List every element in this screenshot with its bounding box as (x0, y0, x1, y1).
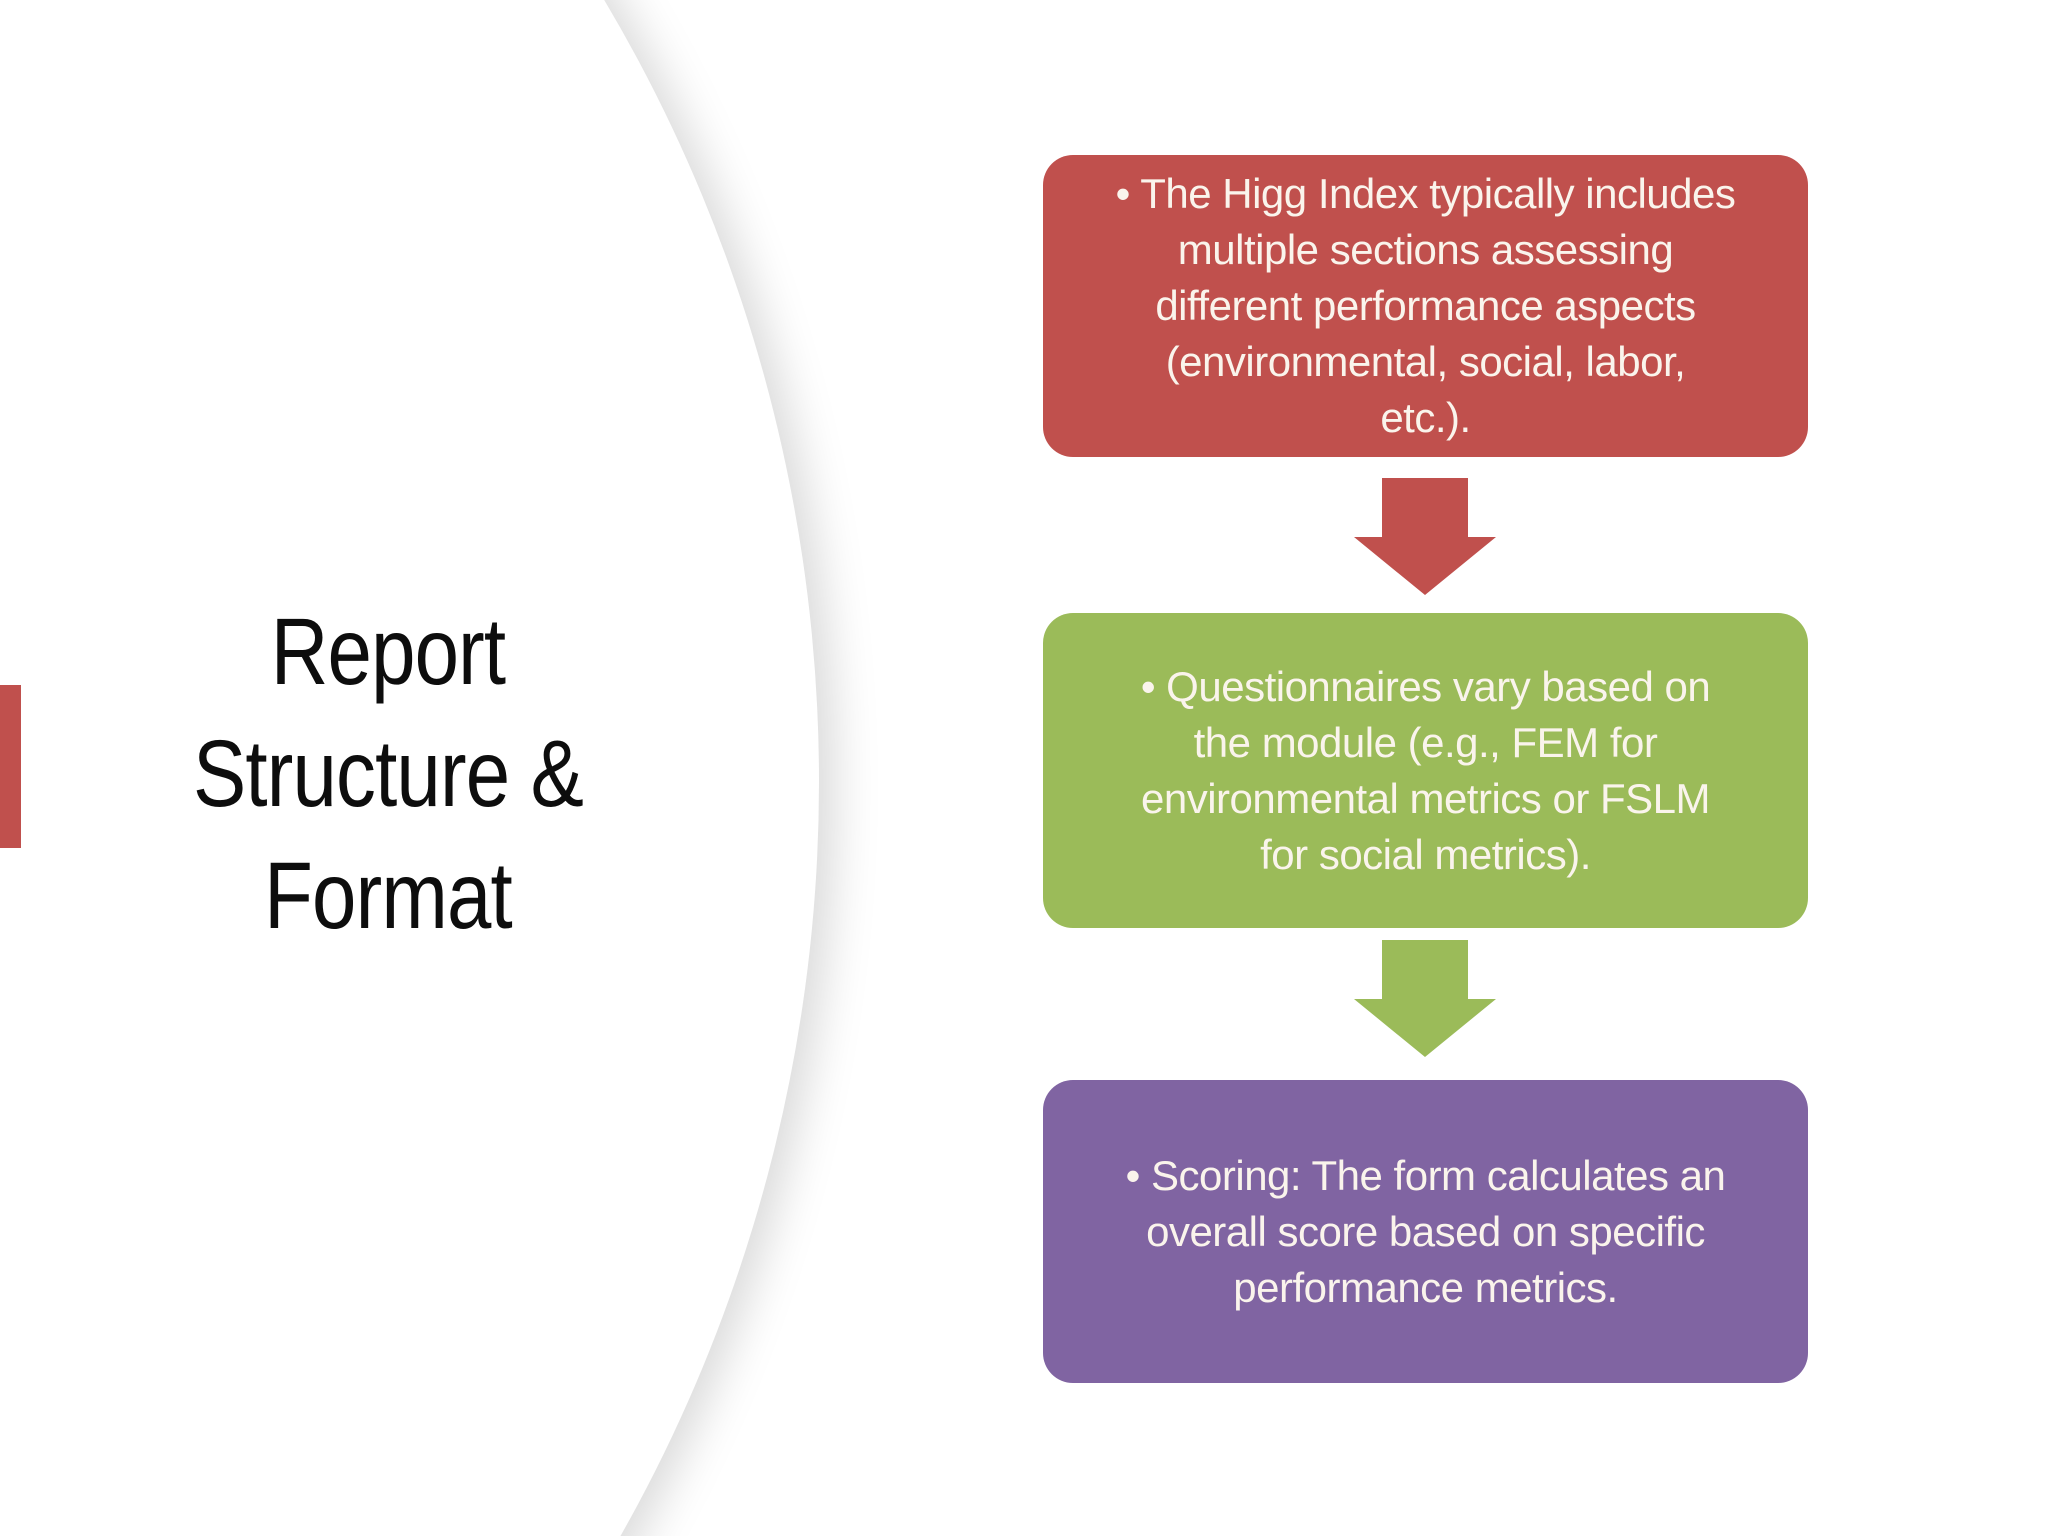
flow-step-text-line: overall score based on specific (1146, 1207, 1705, 1255)
flow-step-text-line: etc.). (1380, 394, 1471, 441)
flow-step-text-line: • Questionnaires vary based on (1140, 662, 1711, 710)
flow-step-scoring-box: • Scoring: The form calculates an overal… (1043, 1080, 1808, 1383)
flow-step-higg-index-box: • The Higg Index typically includes mult… (1043, 155, 1808, 457)
flow-step-text-line: (environmental, social, labor, (1165, 338, 1686, 385)
flow-step-text-line: • The Higg Index typically includes (1115, 170, 1736, 217)
title-line: Format (264, 843, 513, 949)
background-circle (0, 0, 819, 1536)
flow-step-text-line: the module (e.g., FEM for (1193, 718, 1658, 766)
flow-step-questionnaires-box: • Questionnaires vary based on the modul… (1043, 613, 1808, 928)
flow-step-text-line: • Scoring: The form calculates an (1125, 1151, 1726, 1199)
flow-step-text-line: performance metrics. (1233, 1263, 1618, 1311)
title-line: Structure & (193, 721, 584, 827)
flow-step-text-line: multiple sections assessing (1177, 226, 1674, 273)
red-down-arrow-icon (1354, 478, 1496, 595)
green-down-arrow-icon (1354, 940, 1496, 1057)
title-line: Report (270, 599, 506, 705)
flow-step-text-line: for social metrics). (1260, 830, 1591, 878)
left-accent-bar (0, 685, 21, 848)
page-title: Report Structure & Format (136, 591, 640, 957)
flow-step-text-line: environmental metrics or FSLM (1140, 774, 1711, 822)
flow-step-text-line: different performance aspects (1155, 282, 1696, 329)
